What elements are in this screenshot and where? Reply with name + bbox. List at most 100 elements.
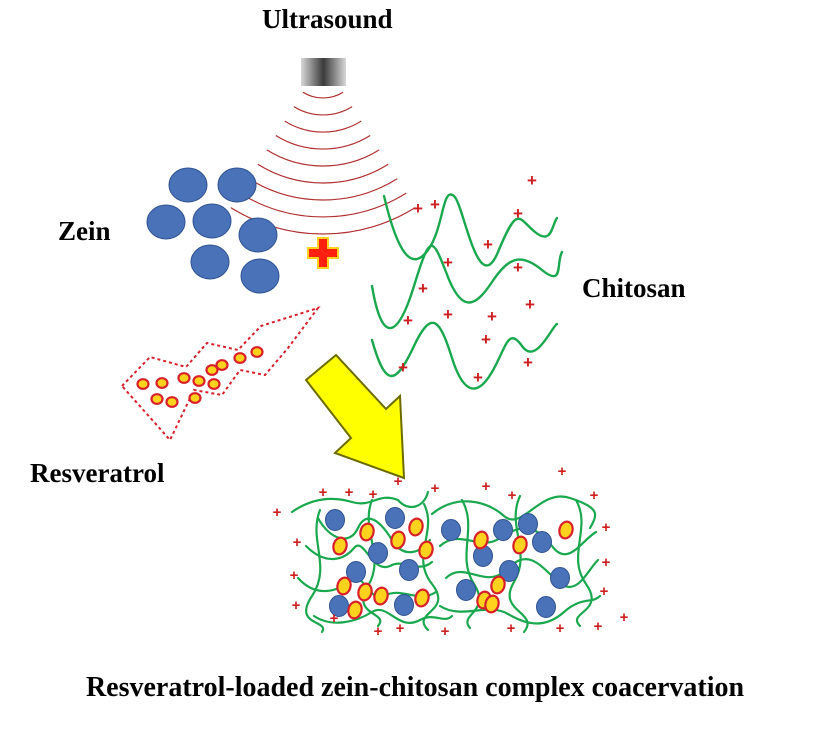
charge-plus: + [345,484,354,501]
resveratrol-molecule [414,588,430,608]
charge-plus: + [513,258,523,277]
chitosan-label: Chitosan [582,273,686,303]
complex-coacervate: ++++++++++++++++++++++++ [273,463,629,640]
charge-plus: + [273,504,282,521]
resveratrol-molecule [165,396,179,408]
zein-particle [192,203,232,239]
zein-particles [146,167,280,294]
ultrasound-wave [302,91,344,99]
zein-particle [385,507,405,529]
charge-plus: + [525,295,535,314]
resveratrol-molecule [373,586,389,606]
plus-sign [307,237,339,269]
zein-particle [456,579,476,601]
charge-plus: + [487,307,497,326]
charge-plus: + [319,484,328,501]
charge-plus: + [292,597,301,614]
zein-particle [325,509,345,531]
zein-particle [238,217,278,253]
ultrasound-wave [275,134,371,150]
charge-plus: + [594,618,603,635]
resveratrol-molecule [215,359,229,371]
chitosan-chains: ++++++++++++++++ [370,171,564,390]
resveratrol-molecule [207,378,221,390]
chitosan-chain [438,594,602,625]
resveratrol-molecule [408,517,424,537]
charge-plus: + [394,473,403,490]
charge-plus: + [431,480,440,497]
resveratrol-molecule [150,393,164,405]
zein-particle [146,204,186,240]
zein-label: Zein [58,216,111,246]
charge-plus: + [482,478,491,495]
resveratrol-molecule [177,372,191,384]
charge-plus: + [620,609,629,626]
resveratrol-crystal [120,306,321,442]
zein-particle [168,167,208,203]
ultrasound-wave [248,178,398,201]
charge-plus: + [513,204,523,223]
resveratrol-molecule [558,520,574,540]
charge-plus: + [443,305,453,324]
ultrasound-wave [239,192,407,218]
zein-particle [399,559,419,581]
resveratrol-molecule [250,346,264,358]
charge-plus: + [483,235,493,254]
zein-particle [190,244,230,280]
ultrasound-wave [284,120,362,133]
zein-particle [346,561,366,583]
process-arrow [304,353,406,480]
ultrasound-label: Ultrasound [262,4,393,34]
charge-plus: + [396,620,405,637]
zein-particle [217,167,257,203]
chitosan-chain [574,498,593,628]
charge-plus: + [473,368,483,387]
charge-plus: + [558,463,567,480]
ultrasound-wave [257,163,389,184]
charge-plus: + [430,195,440,214]
zein-particle [441,519,461,541]
zein-particle [536,596,556,618]
resveratrol-molecule [233,352,247,364]
resveratrol-molecule [155,377,169,389]
charge-plus: + [523,353,533,372]
zein-particle [550,567,570,589]
zein-particle [493,519,513,541]
charge-plus: + [374,623,383,640]
resveratrol-molecule [188,392,202,404]
charge-plus: + [330,610,339,627]
charge-plus: + [602,519,611,536]
resveratrol-molecule [205,364,219,376]
resveratrol-molecule [192,375,206,387]
chitosan-chain [508,494,529,634]
charge-plus: + [443,253,453,272]
chitosan-chain [312,608,454,624]
chitosan-chain [370,321,559,390]
charge-plus: + [508,487,517,504]
resveratrol-molecule [347,600,363,620]
charge-plus: + [527,171,537,190]
charge-plus: + [369,486,378,503]
diagram-caption: Resveratrol-loaded zein-chitosan complex… [85,672,745,703]
charge-plus: + [600,583,609,600]
zein-particle [499,560,519,582]
resveratrol-molecule [473,530,489,550]
ultrasound-wave [293,106,353,116]
zein-particle [368,542,388,564]
charge-plus: + [507,620,516,637]
resveratrol-molecule [136,378,150,390]
chitosan-chain [290,490,430,514]
charge-plus: + [418,279,428,298]
zein-particle [532,531,552,553]
chitosan-chain [444,558,600,589]
resveratrol-molecule [390,530,406,550]
resveratrol-molecule [418,540,434,560]
resveratrol-molecule [336,576,352,596]
resveratrol-molecule [357,582,373,602]
zein-particle [240,258,280,294]
resveratrol-molecule [332,536,348,556]
charge-plus: + [602,554,611,571]
charge-plus: + [481,330,491,349]
